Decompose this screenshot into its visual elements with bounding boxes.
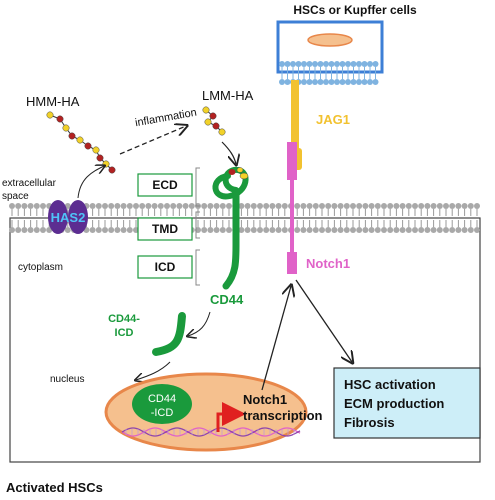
nucleus-label: nucleus: [50, 374, 84, 385]
cd44-protein: [212, 166, 249, 290]
notch1-transcription-label-2: transcription: [243, 408, 323, 423]
notch1-transcription-label-1: Notch1: [243, 392, 287, 407]
jag1-label: JAG1: [316, 112, 350, 127]
cd44-icd-label-1: CD44-: [108, 313, 140, 325]
nuclear-cd44-icd: [132, 384, 192, 424]
cd44-icd-fragment: [152, 312, 186, 356]
hmm-ha-chain: [46, 111, 116, 174]
lmm-ha-chain: [202, 106, 226, 136]
nuclear-cd44-label-1: CD44: [148, 393, 176, 405]
outcome-hsc-activation: HSC activation: [344, 377, 436, 392]
nuclear-cd44-label-2: -ICD: [151, 407, 174, 419]
outcome-ecm-production: ECM production: [344, 396, 444, 411]
cd44-label: CD44: [210, 292, 244, 307]
outcome-box: [333, 367, 481, 439]
lmm-ha-label: LMM-HA: [202, 88, 254, 103]
transcription-start-arrow: [216, 402, 246, 432]
activated-hsc-cell: [9, 217, 481, 463]
inflammation-label: inflammation: [134, 107, 197, 130]
icd-label: ICD: [155, 260, 176, 274]
top-cell-title: HSCs or Kupffer cells: [293, 3, 417, 17]
has2-label: HAS2: [51, 210, 86, 225]
outcome-fibrosis: Fibrosis: [344, 415, 395, 430]
lmm-ha-to-cd44-arrow: [221, 141, 236, 164]
ecd-label: ECD: [152, 178, 178, 192]
has2-protein: [48, 200, 88, 234]
transcription-to-notch1-arrow: [261, 286, 291, 391]
extracellular-label-2: space: [2, 191, 29, 202]
has2-to-ha-arrow: [77, 166, 104, 199]
icd-box: ICD: [137, 255, 193, 279]
cd44-icd-label-2: ICD: [115, 327, 134, 339]
notch1-to-outcome-arrow: [295, 279, 352, 362]
ecd-box: ECD: [137, 173, 193, 197]
cytoplasm-label: cytoplasm: [18, 262, 63, 273]
tmd-box: TMD: [137, 217, 193, 241]
dna-helix: [121, 427, 301, 437]
icd-to-nucleus-arrow: [136, 361, 171, 380]
notch1-label: Notch1: [306, 256, 350, 271]
cd44-cleavage-arrow: [188, 311, 211, 336]
hmm-ha-label: HMM-HA: [26, 94, 80, 109]
inflammation-arrow: [119, 126, 186, 155]
notch1-receptor: [287, 142, 297, 274]
tmd-label: TMD: [152, 222, 178, 236]
extracellular-label-1: extracellular: [2, 178, 57, 189]
activated-hsc-title: Activated HSCs: [6, 480, 103, 495]
